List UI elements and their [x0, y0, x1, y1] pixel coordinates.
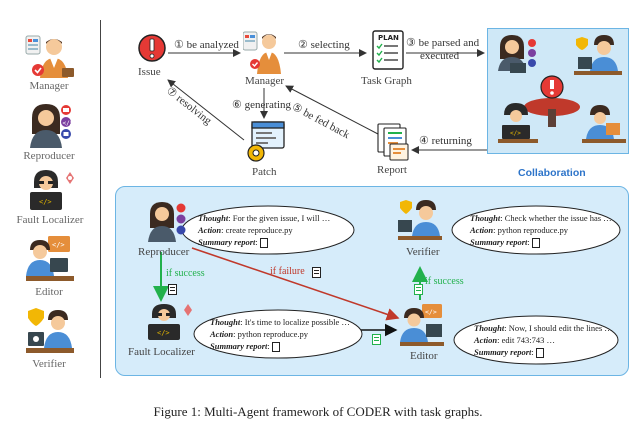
bubble-fault-localizer: Thought: It's time to localize possible …	[210, 317, 350, 353]
reproducer-avatar-icon: </>	[30, 104, 73, 148]
summary-doc-icon	[271, 342, 280, 353]
bubble-fault-localizer-shape	[193, 309, 363, 359]
doc-icon-1	[168, 284, 177, 295]
svg-text:</>: </>	[157, 329, 170, 337]
collaboration-title: Collaboration	[518, 167, 586, 179]
summary-doc-icon	[531, 238, 540, 249]
patch-label: Patch	[252, 166, 277, 178]
step-6-label: ⑥ generating	[232, 99, 292, 111]
sidebar-label-reproducer: Reproducer	[23, 150, 75, 162]
summary-doc-icon	[535, 348, 544, 359]
issue-label: Issue	[138, 66, 161, 78]
editor-avatar-icon: </>	[26, 236, 74, 281]
bubble-verifier-shape	[451, 205, 621, 255]
summary-doc-icon	[259, 238, 268, 249]
sidebar-label-fault-localizer: Fault Localizer	[16, 214, 84, 226]
svg-text:</>: </>	[510, 130, 521, 137]
condition-if-success-2: if success	[425, 276, 464, 287]
sidebar-label-verifier: Verifier	[32, 358, 66, 370]
verifier-agent-icon	[398, 200, 442, 240]
doc-icon-2	[312, 267, 321, 278]
collab-editor-icon	[582, 105, 626, 143]
fault-localizer-agent-icon: </>	[148, 304, 192, 340]
svg-text:</>: </>	[39, 198, 52, 206]
plan-label: PLAN	[378, 34, 399, 42]
sidebar-label-manager: Manager	[29, 80, 69, 92]
reproducer-agent-label: Reproducer	[138, 246, 190, 258]
collab-verifier-icon	[574, 35, 622, 75]
manager-avatar-icon	[25, 35, 74, 78]
bubble-editor-shape	[453, 315, 619, 365]
report-label: Report	[377, 164, 407, 176]
step-1-label: ① be analyzed	[174, 39, 239, 51]
fault-localizer-avatar-icon: </>	[30, 170, 74, 210]
collaboration-scene: </>	[498, 35, 626, 143]
task-graph-icon: PLAN	[372, 30, 404, 70]
svg-text:</>: </>	[425, 308, 437, 316]
report-icon	[377, 123, 409, 161]
verifier-avatar-icon	[26, 308, 74, 353]
manager-node-icon	[243, 31, 281, 74]
svg-text:</>: </>	[63, 120, 73, 127]
bubble-verifier: Thought: Check whether the issue has … A…	[470, 213, 612, 249]
condition-if-failure: if failure	[270, 266, 305, 277]
step-3b-label: executed	[420, 50, 460, 62]
task-graph-label: Task Graph	[361, 75, 412, 87]
verifier-agent-label: Verifier	[406, 246, 440, 258]
doc-icon-4	[372, 334, 381, 345]
collab-table-icon	[524, 75, 580, 127]
step-3-label: ③ be parsed and	[406, 37, 480, 49]
figure-caption: Figure 1: Multi-Agent framework of CODER…	[153, 404, 483, 419]
editor-agent-label: Editor	[410, 350, 438, 362]
editor-agent-icon: </>	[400, 304, 444, 346]
svg-text:</>: </>	[52, 241, 65, 249]
reproducer-agent-icon	[148, 202, 186, 242]
divider	[100, 20, 101, 378]
manager-label: Manager	[245, 75, 285, 87]
sidebar-label-editor: Editor	[35, 286, 63, 298]
bubble-editor: Thought: Now, I should edit the lines … …	[474, 323, 613, 359]
issue-icon	[138, 34, 166, 62]
collab-fault-localizer-icon: </>	[498, 103, 538, 143]
condition-if-success-1: if success	[166, 268, 205, 279]
step-2-label: ② selecting	[298, 39, 350, 51]
bubble-reproducer: Thought: For the given issue, I will … A…	[198, 213, 331, 249]
patch-icon	[247, 121, 285, 162]
collaboration-panel: </>	[487, 28, 629, 154]
doc-icon-3	[414, 284, 423, 295]
step-4-label: ④ returning	[419, 135, 472, 147]
collab-reproducer-icon	[498, 35, 536, 73]
fault-localizer-agent-label: Fault Localizer	[128, 346, 195, 358]
